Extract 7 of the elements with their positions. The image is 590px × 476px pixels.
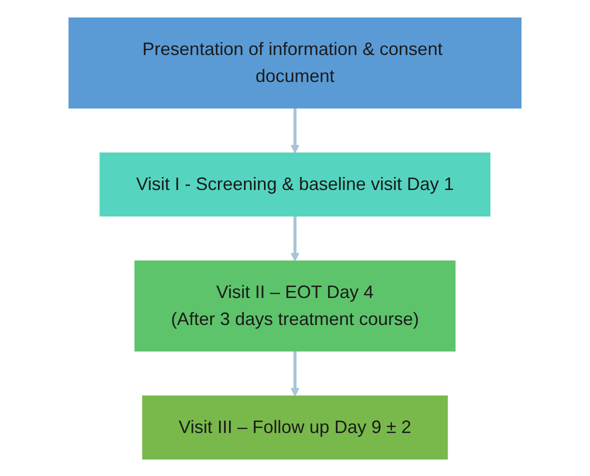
arrow — [290, 350, 300, 396]
arrow — [290, 108, 300, 153]
node-box: Presentation of information & consent document — [68, 17, 522, 108]
arrow — [290, 216, 300, 261]
node-box: Visit II – EOT Day 4 (After 3 days treatment course) — [134, 260, 456, 351]
node-box: Visit III – Follow up Day 9 ± 2 — [142, 395, 448, 459]
node-box: Visit I - Screening & baseline visit Day 1 — [100, 152, 490, 216]
